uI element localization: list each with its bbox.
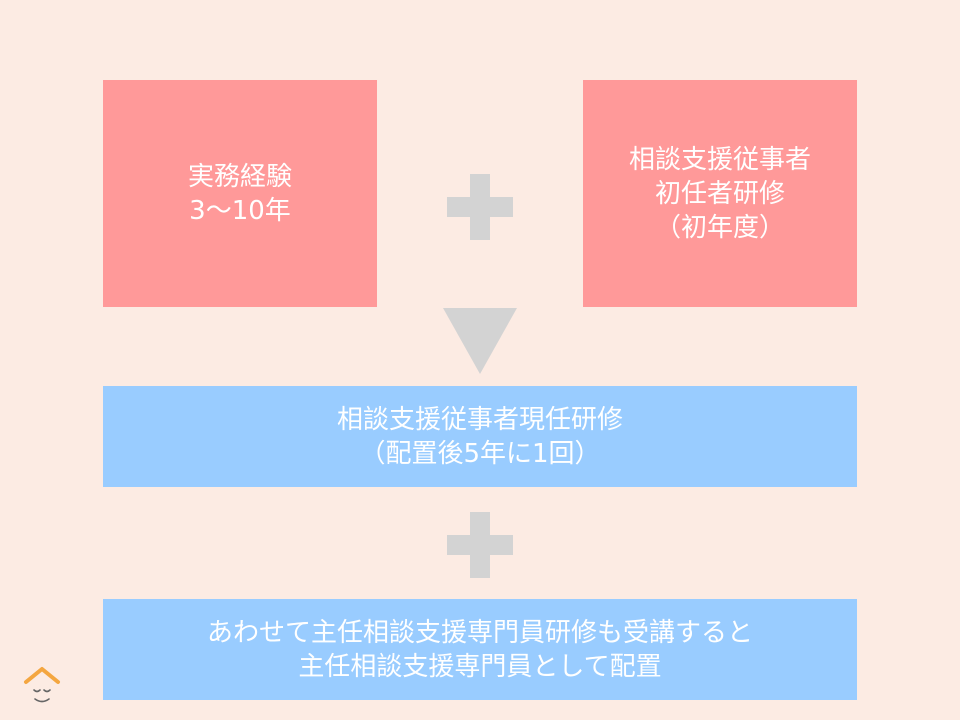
box-work-experience: 実務経験 3～10年 <box>103 80 377 307</box>
mascot-logo <box>24 667 60 703</box>
box-line: 実務経験 <box>187 161 292 192</box>
box-chief-specialist: あわせて主任相談支援専門員研修も受講すると 主任相談支援専門員として配置 <box>103 599 857 700</box>
arrow-down-icon <box>443 308 517 374</box>
box-line: 主任相談支援専門員として配置 <box>298 651 662 682</box>
box-line: （配置後5年に1回） <box>359 438 601 469</box>
plus-icon <box>447 174 513 240</box>
box-line: （初年度） <box>654 212 785 243</box>
box-line: 初任者研修 <box>654 178 785 209</box>
box-line: あわせて主任相談支援専門員研修も受講すると <box>206 617 753 648</box>
box-current-training: 相談支援従事者現任研修 （配置後5年に1回） <box>103 386 857 487</box>
plus-icon <box>447 512 513 578</box>
box-line: 3～10年 <box>189 195 291 226</box>
box-initial-training: 相談支援従事者 初任者研修 （初年度） <box>583 80 857 307</box>
box-line: 相談支援従事者現任研修 <box>336 404 623 435</box>
box-line: 相談支援従事者 <box>628 144 811 175</box>
